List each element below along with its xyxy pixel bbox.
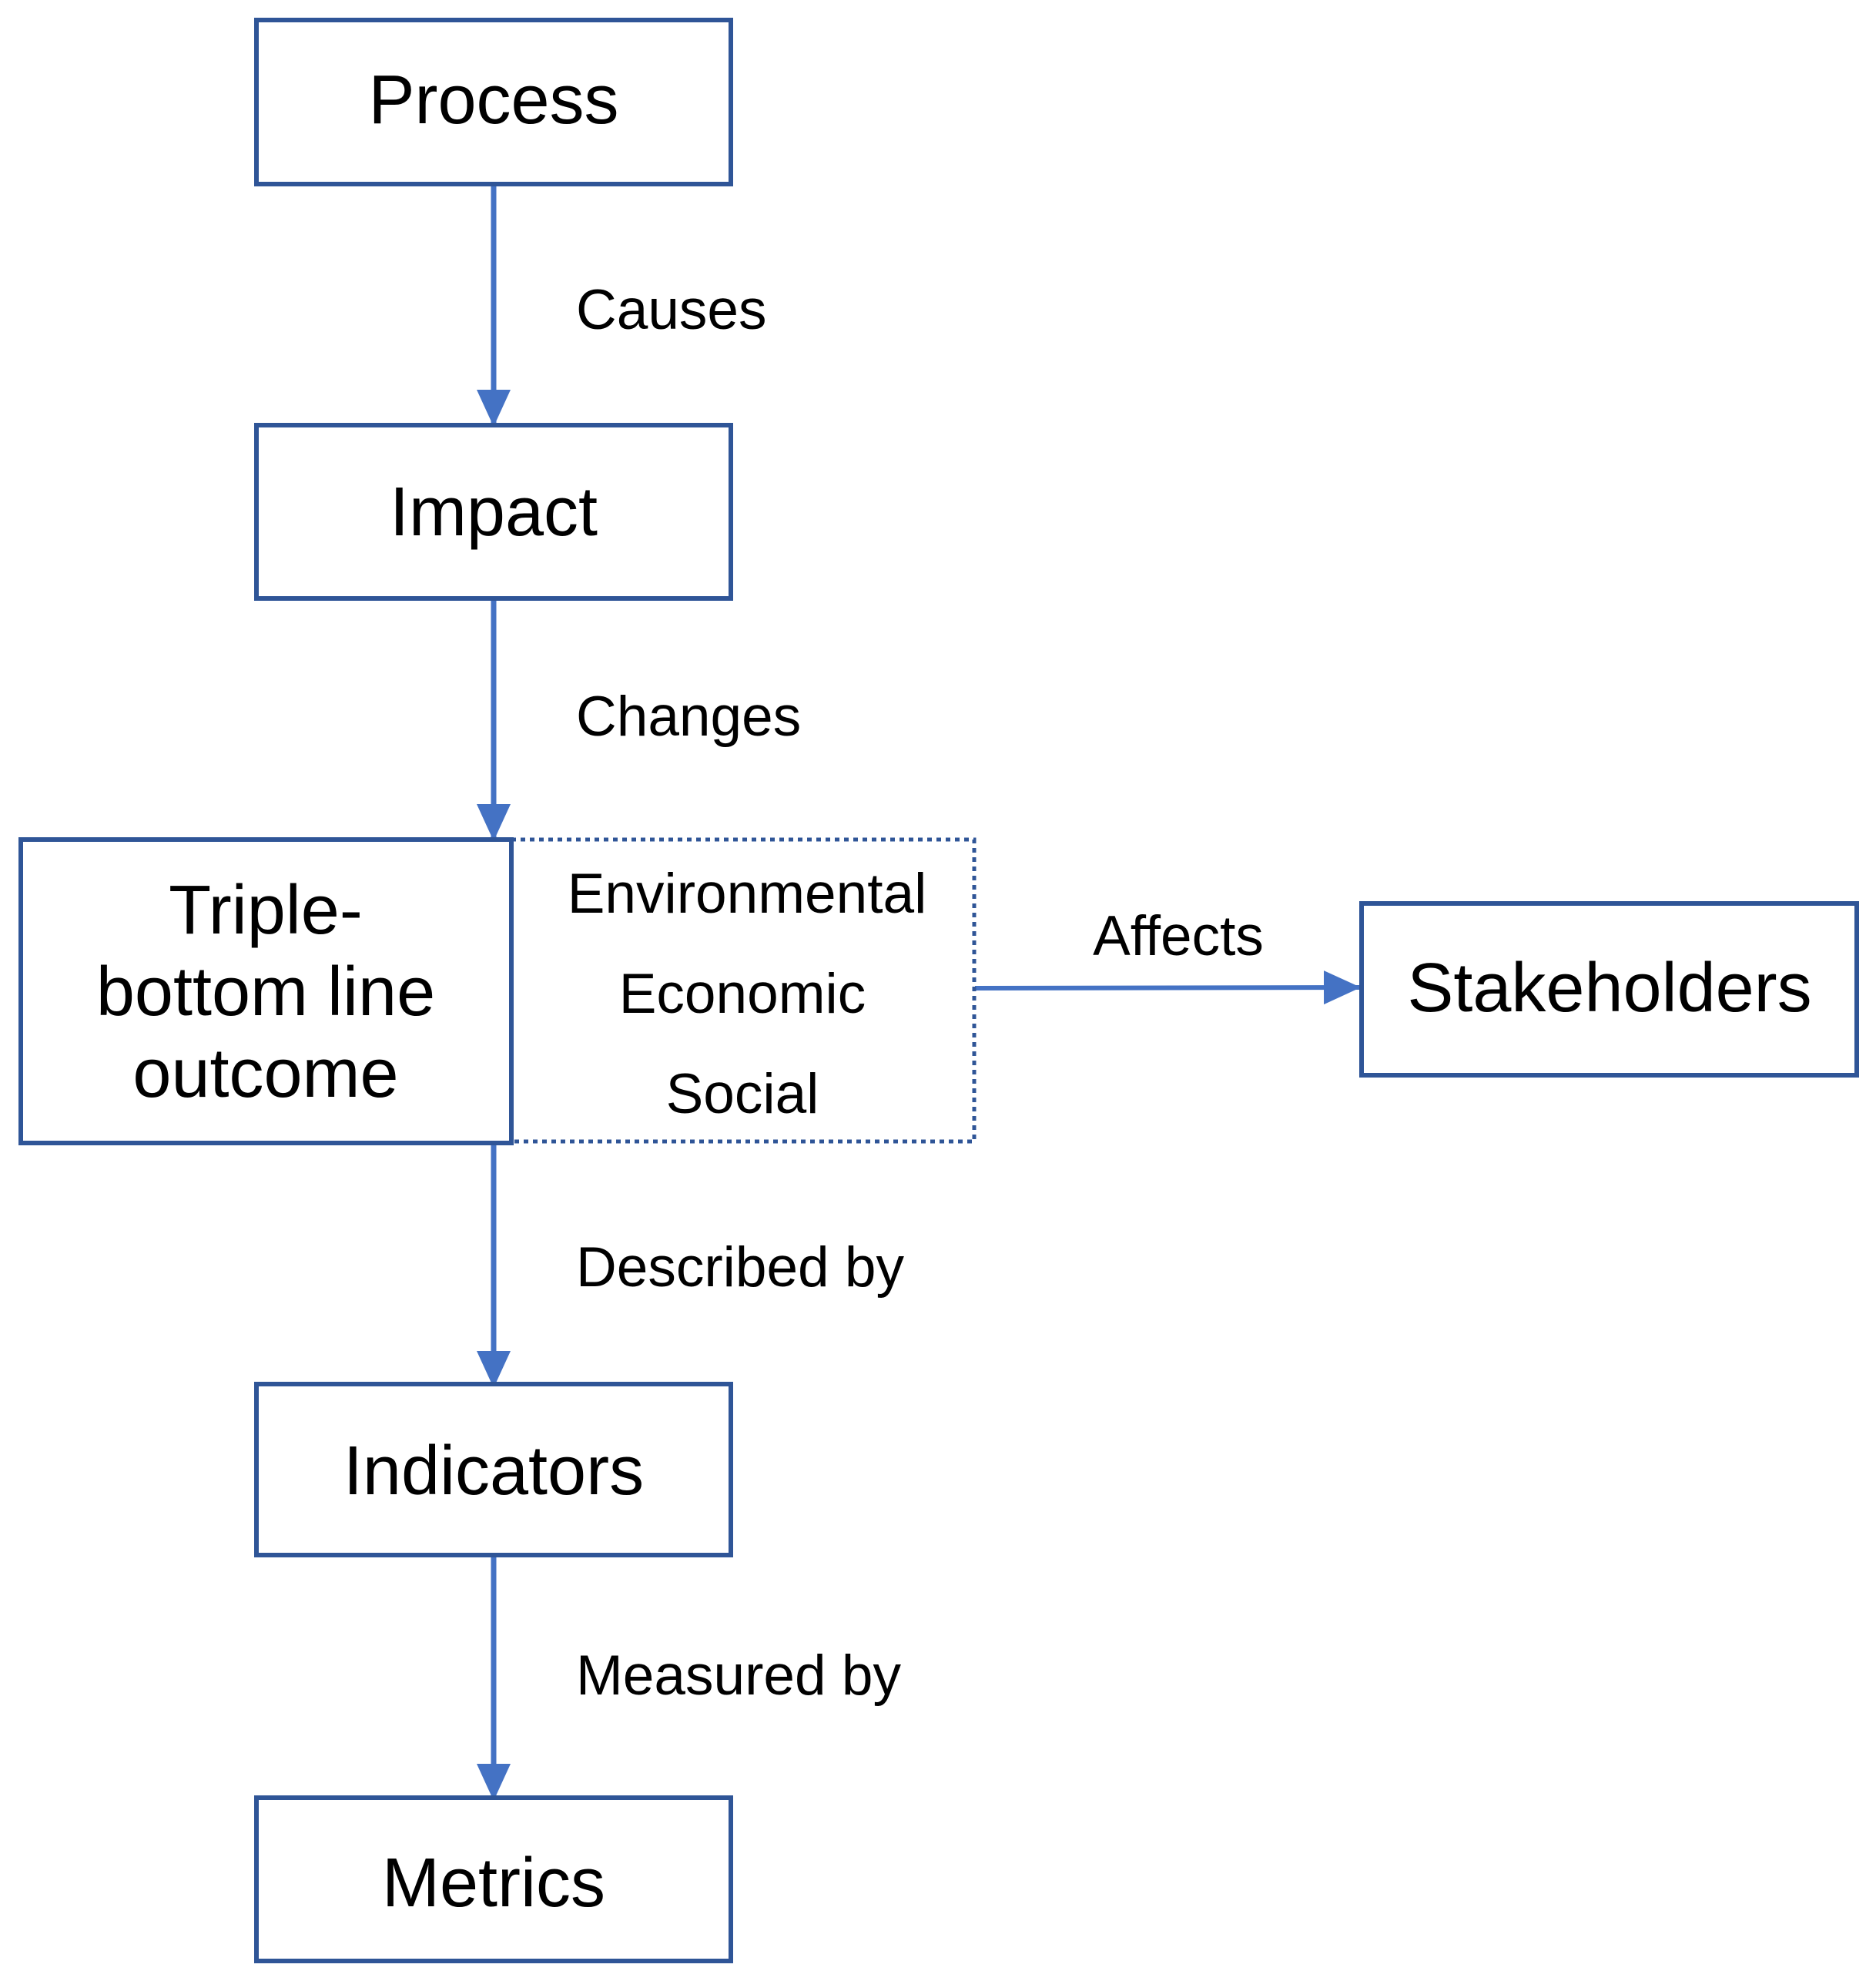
triple-bottom-line-box [18, 837, 514, 1145]
metrics-box [254, 1795, 733, 1963]
triple-bottom-line-label-line-3: outcome [132, 1035, 398, 1112]
dimension-economic: Economic [619, 963, 866, 1025]
outcome-to-stakeholders-arrow [974, 970, 1361, 1005]
indicators-label: Indicators [343, 1433, 644, 1510]
edge-label-described-by: Described by [576, 1236, 905, 1299]
stakeholders-label: Stakeholders [1407, 950, 1811, 1027]
edge-label-measured-by: Measured by [576, 1644, 901, 1707]
stakeholders-box [1359, 901, 1859, 1078]
edge-label-changes: Changes [576, 685, 801, 748]
dimension-social: Social [666, 1063, 819, 1125]
process-box [254, 18, 733, 186]
triple-bottom-line-label-line-2: bottom line [96, 954, 435, 1031]
metrics-label: Metrics [382, 1845, 605, 1922]
triple-bottom-line-label-line-1: Triple- [169, 872, 363, 949]
indicators-box [254, 1382, 733, 1557]
process-label: Process [368, 62, 618, 139]
impact-label: Impact [390, 474, 598, 551]
impact-box [254, 423, 733, 601]
edge-label-affects: Affects [1093, 905, 1264, 967]
dimension-environmental: Environmental [568, 863, 927, 925]
edge-label-causes: Causes [576, 279, 767, 341]
